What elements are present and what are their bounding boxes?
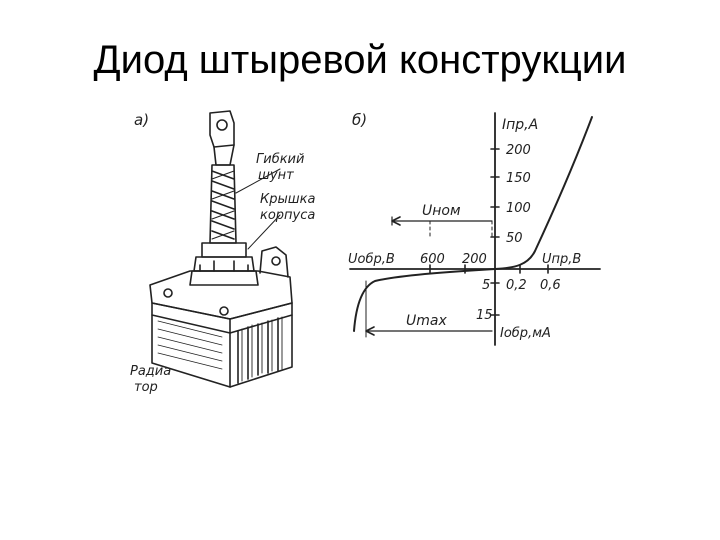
flexible-shunt-braid	[209, 164, 237, 244]
leader-shunt	[235, 168, 281, 194]
label-shunt-2: шунт	[258, 168, 294, 183]
terminal-neck	[213, 144, 235, 166]
tick-x-0-6: 0,6	[540, 278, 561, 293]
slide-title: Диод штыревой конструкции	[93, 38, 627, 82]
tick-y-50: 50	[506, 231, 523, 246]
case-cover	[201, 242, 247, 258]
mounting-ear	[259, 246, 289, 278]
reverse-curve	[353, 268, 496, 332]
label-forward-current: Iпр,А	[502, 117, 538, 133]
label-shunt-1: Гибкий	[256, 152, 304, 167]
forward-curve	[494, 116, 593, 270]
tick-y-150: 150	[506, 171, 531, 186]
washer	[189, 270, 259, 286]
figure-svg: а) б) Гибкий шунт Крышка корпуса Радиа т…	[130, 110, 601, 395]
tick-y-100: 100	[506, 201, 531, 216]
label-umax: Umax	[406, 313, 447, 329]
label-radiator-1: Радиа	[130, 364, 171, 379]
label-radiator-2: тор	[134, 380, 158, 395]
tick-x-0-2: 0,2	[506, 278, 527, 293]
graph-y-ticks	[490, 148, 500, 238]
tick-rev-15: 15	[476, 308, 493, 323]
tick-x-200: 200	[462, 252, 487, 267]
radiator-fins	[151, 314, 293, 388]
terminal-lug	[209, 110, 235, 148]
tick-rev-5: 5	[482, 278, 490, 293]
leader-cover	[247, 214, 281, 250]
label-forward-voltage: Uпр,В	[542, 252, 581, 267]
tick-y-200: 200	[506, 143, 531, 158]
panel-b-label: б)	[352, 111, 367, 129]
label-cover-1: Крышка	[260, 192, 315, 207]
diode-illustration	[149, 110, 293, 388]
hex-nut	[193, 256, 255, 272]
panel-a-label: а)	[134, 111, 149, 129]
label-unom: Uном	[422, 203, 461, 219]
diode-figure: а) б) Гибкий шунт Крышка корпуса Радиа т…	[130, 105, 610, 450]
terminal-hole	[216, 119, 228, 131]
label-reverse-current: Iобр,мА	[500, 326, 551, 341]
label-reverse-voltage: Uобр,В	[348, 252, 395, 267]
label-cover-2: корпуса	[260, 208, 315, 223]
iv-graph	[349, 112, 601, 346]
tick-x-600: 600	[420, 252, 445, 267]
